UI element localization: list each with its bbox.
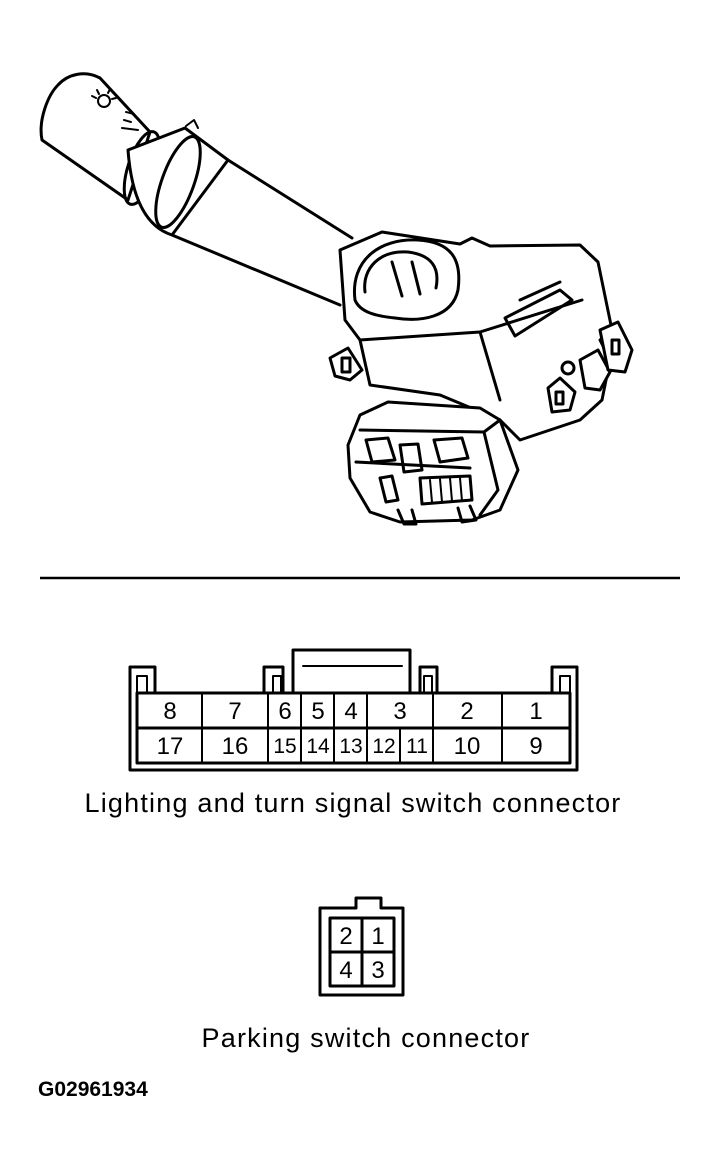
pin-label: 7 [228,698,241,725]
pin-label: 9 [529,733,542,760]
pin-label: 4 [339,957,352,984]
pin-label: 2 [460,698,473,725]
pin-label: 16 [222,733,249,760]
pin-label: 4 [344,698,357,725]
figure-id: G02961934 [38,1078,148,1101]
pin-label: 1 [529,698,542,725]
pin-label: 17 [157,733,184,760]
pin-label: 1 [371,923,384,950]
pin-label: 14 [306,735,330,758]
pin-label: 12 [372,735,395,758]
parking-switch-connector: 2 1 4 3 [318,896,405,997]
lighting-pin-dividers [201,693,503,763]
pin-label: 10 [454,733,481,760]
pin-label: 3 [393,698,406,725]
pin-label: 2 [339,923,352,950]
pin-label: 5 [311,698,324,725]
pin-label: 6 [278,698,291,725]
pin-label: 8 [163,698,176,725]
combination-switch-illustration [39,72,634,526]
parking-connector-caption: Parking switch connector [202,1023,531,1053]
pin-label: 13 [339,735,362,758]
knob-symbol-icon [91,88,199,131]
pin-label: 15 [273,735,296,758]
pin-label: 3 [371,957,384,984]
lighting-turn-signal-connector: 8 7 6 5 4 3 2 1 17 16 15 14 13 12 11 10 … [128,648,579,772]
pin-label: 11 [406,735,428,758]
lighting-connector-caption: Lighting and turn signal switch connecto… [85,788,622,818]
